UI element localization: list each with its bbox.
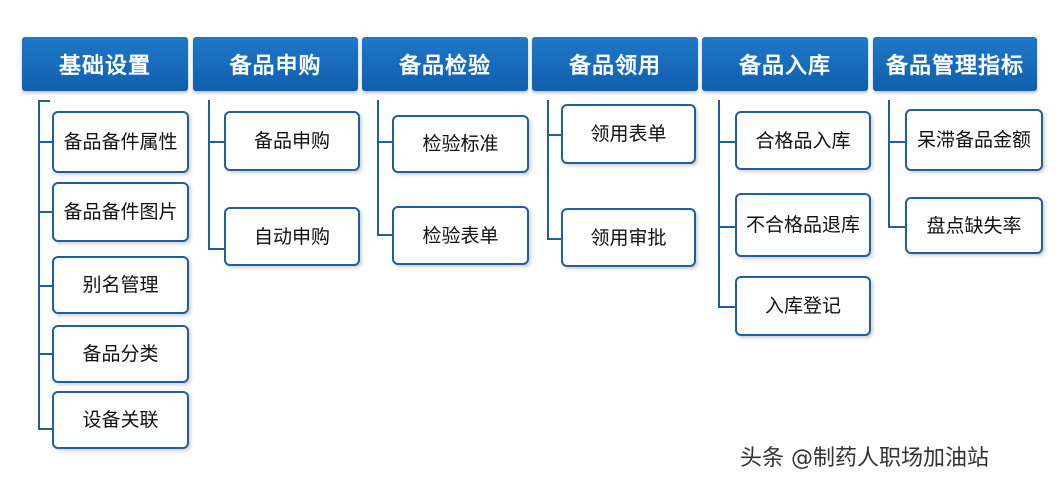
connector-trunk — [208, 100, 210, 250]
header-requisition: 备品领用 — [532, 37, 698, 91]
item-auto-purchase: 自动申购 — [224, 207, 360, 266]
connector-branch — [38, 428, 52, 430]
connector-branch — [377, 234, 392, 236]
connector-trunk — [377, 100, 379, 236]
connector-branch — [208, 141, 224, 143]
connector-branch — [718, 226, 735, 228]
item-spare-part-images: 备品备件图片 — [52, 182, 189, 242]
item-warehousing-registration: 入库登记 — [735, 276, 871, 336]
item-spare-purchase: 备品申购 — [224, 111, 360, 171]
connector-branch — [38, 211, 52, 213]
item-equipment-association: 设备关联 — [52, 391, 189, 449]
connector-branch — [377, 141, 392, 143]
connector-branch — [718, 141, 735, 143]
header-purchase: 备品申购 — [193, 37, 358, 91]
connector-branch — [888, 141, 905, 143]
connector-branch — [718, 306, 735, 308]
item-inspection-standard: 检验标准 — [392, 115, 529, 173]
item-idle-spare-amount: 呆滞备品金额 — [905, 109, 1043, 171]
item-alias-management: 别名管理 — [52, 256, 189, 314]
connector-branch — [208, 248, 224, 250]
connector-trunk — [38, 100, 40, 430]
item-requisition-approval: 领用审批 — [561, 208, 696, 267]
connector-trunk — [888, 100, 890, 228]
header-basic-settings: 基础设置 — [22, 37, 188, 91]
header-inspection: 备品检验 — [362, 37, 528, 91]
item-inspection-form: 检验表单 — [392, 206, 529, 265]
item-requisition-form: 领用表单 — [561, 104, 696, 164]
header-warehousing: 备品入库 — [702, 37, 868, 91]
connector-branch — [38, 100, 50, 102]
connector-trunk — [547, 100, 549, 240]
header-management-metrics: 备品管理指标 — [873, 37, 1037, 91]
connector-branch — [547, 134, 561, 136]
item-qualified-warehousing: 合格品入库 — [735, 111, 871, 170]
item-unqualified-return: 不合格品退库 — [735, 193, 871, 257]
connector-branch — [547, 238, 561, 240]
item-stocktake-missing-rate: 盘点缺失率 — [905, 197, 1043, 254]
connector-branch — [38, 353, 52, 355]
connector-branch — [888, 226, 905, 228]
item-spare-part-attributes: 备品备件属性 — [52, 111, 189, 173]
connector-branch — [38, 141, 52, 143]
item-spare-classification: 备品分类 — [52, 325, 189, 383]
connector-trunk — [718, 100, 720, 308]
watermark-text: 头条 @制药人职场加油站 — [740, 446, 989, 471]
connector-branch — [38, 285, 52, 287]
